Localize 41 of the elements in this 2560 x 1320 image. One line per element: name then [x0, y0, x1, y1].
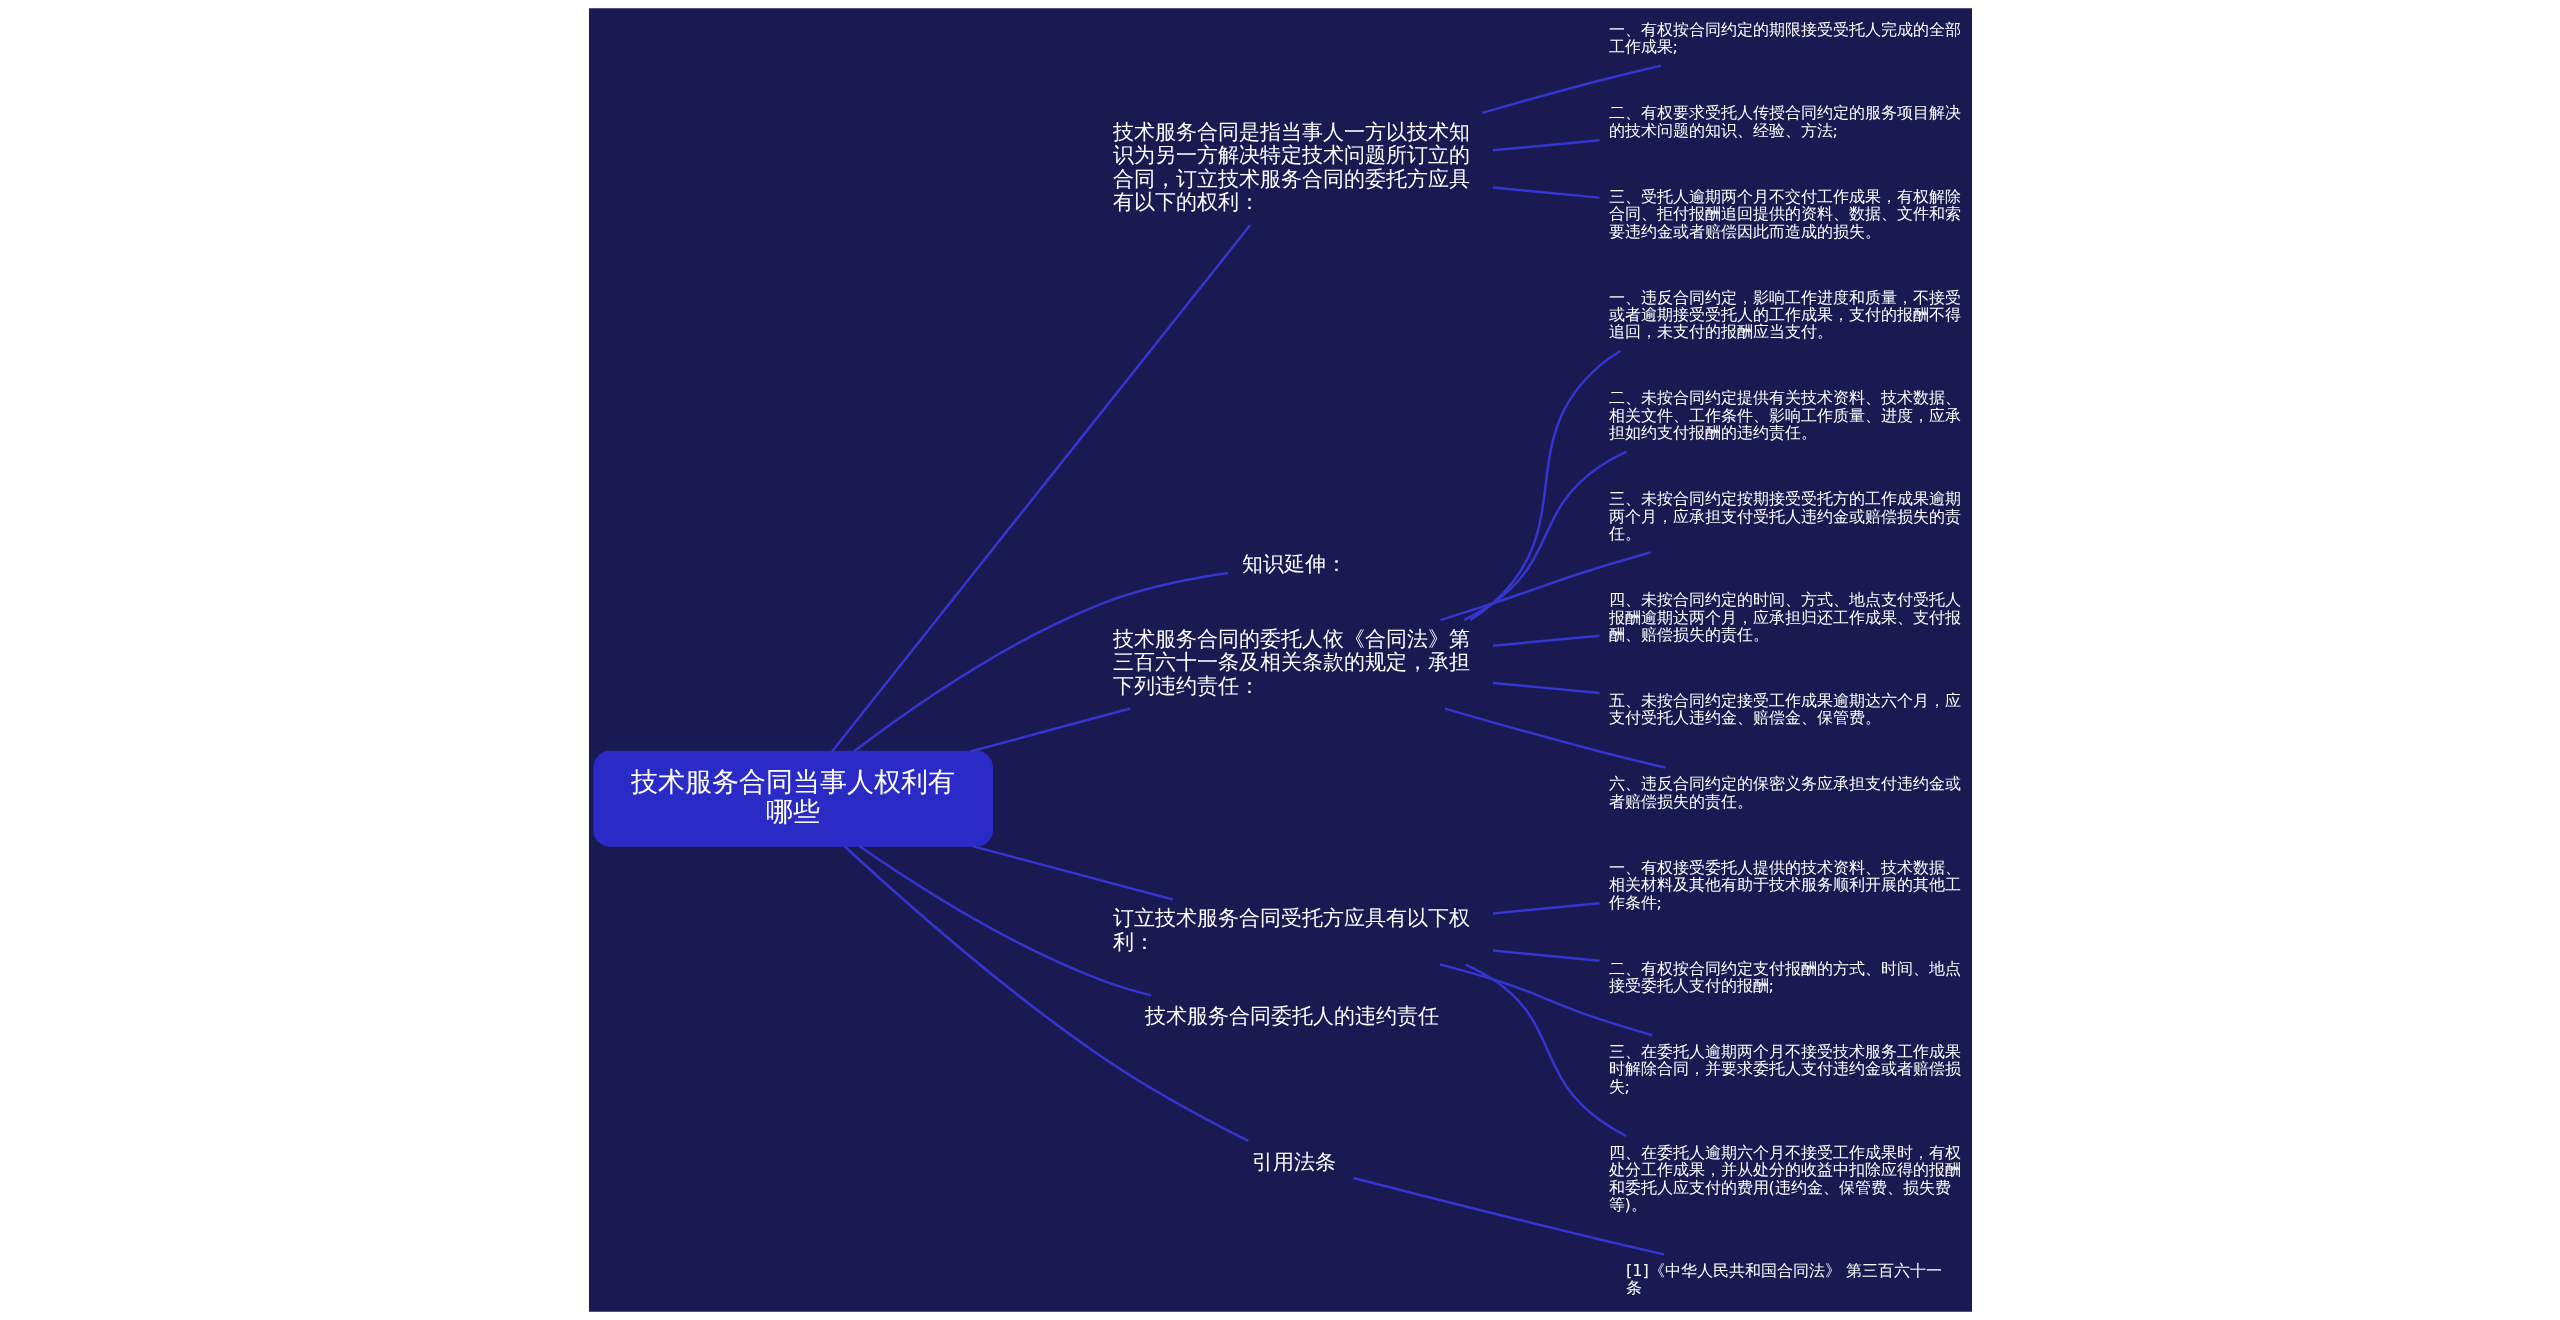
node-text: 订立技术服务合同受托方应具有以下权利：: [1112, 905, 1470, 954]
connector: [852, 571, 1228, 753]
node-text: 引用法条: [1251, 1148, 1336, 1174]
node-text: 三、在委托人逾期两个月不接受技术服务工作成果时解除合同，并要求委托人支付违约金或者赔偿损失;: [1608, 1041, 1961, 1096]
node-text: 知识延伸：: [1241, 551, 1347, 577]
connector: [1439, 963, 1653, 1037]
connector: [971, 844, 1173, 901]
connector: [1492, 186, 1600, 199]
connector: [1492, 634, 1600, 647]
node-text: 五、未按合同约定接受工作成果逾期达六个月，应支付受托人违约金、赔偿金、保管费。: [1608, 690, 1961, 728]
connector: [1492, 681, 1600, 695]
node-text: 一、有权接受委托人提供的技术资料、技术数据、相关材料及其他有助于技术服务顺利开展的其他工作条件;: [1608, 857, 1961, 912]
node-text: 四、未按合同约定的时间、方式、地点支付受托人报酬逾期达两个月，应承担归还工作成果、支付报酬、赔偿损失的责任。: [1608, 590, 1961, 644]
connector: [1352, 1176, 1664, 1256]
connector: [1492, 902, 1600, 915]
connector: [1439, 551, 1651, 622]
connector: [830, 224, 1251, 753]
connector: [1481, 64, 1661, 115]
node-text: 四、在委托人逾期六个月不接受工作成果时，有权处分工作成果，并从处分的收益中扣除应得的报酬和委托人应支付的费用(违约金、保管费、损失费等)。: [1608, 1142, 1961, 1215]
node-text: 二、有权按合同约定支付报酬的方式、时间、地点接受委托人支付的报酬;: [1608, 958, 1961, 995]
connector: [969, 707, 1131, 753]
connector: [1492, 949, 1600, 962]
node-text: 技术服务合同委托人的违约责任: [1144, 1002, 1439, 1028]
connector: [1469, 349, 1621, 621]
node-text: 三、未按合同约定按期接受受托方的工作成果逾期两个月，应承担支付受托人违约金或赔偿损失的责任。: [1608, 489, 1961, 544]
node-text: [1]《中华人民共和国合同法》 第三百六十一条: [1625, 1261, 1942, 1298]
connector: [843, 845, 1249, 1143]
connector: [1492, 138, 1600, 152]
node-text: 二、未按合同约定提供有关技术资料、技术数据、相关文件、工作条件、影响工作质量、进度，应承担如约支付报酬的违约责任。: [1608, 388, 1961, 443]
connector: [1444, 707, 1665, 769]
node-text: 三、受托人逾期两个月不交付工作成果，有权解除合同、拒付报酬追回提供的资料、数据、文件和索要违约金或者赔偿因此而造成的损失。: [1608, 186, 1961, 241]
connector: [1464, 963, 1627, 1138]
connector: [1463, 450, 1627, 622]
connector: [858, 845, 1152, 997]
node-text: 一、有权按合同约定的期限接受受托人完成的全部工作成果;: [1608, 19, 1961, 57]
node-text: 技术服务合同的委托人依《合同法》第三百六十一条及相关条款的规定，承担下列违约责任：: [1112, 625, 1470, 699]
node-text: 一、违反合同约定，影响工作进度和质量，不接受或者逾期接受受托人的工作成果，支付的报酬不得追回，未支付的报酬应当支付。: [1608, 287, 1961, 342]
node-text: 技术服务合同是指当事人一方以技术知识为另一方解决特定技术问题所订立的合同，订立技术服务合同的委托方应具有以下的权利：: [1112, 118, 1470, 215]
node-text: 二、有权要求受托人传授合同约定的服务项目解决的技术问题的知识、经验、方法;: [1608, 103, 1961, 140]
node-box: 技术服务合同当事人权利有哪些: [592, 750, 993, 847]
node-text: 六、违反合同约定的保密义务应承担支付违约金或者赔偿损失的责任。: [1608, 774, 1961, 811]
